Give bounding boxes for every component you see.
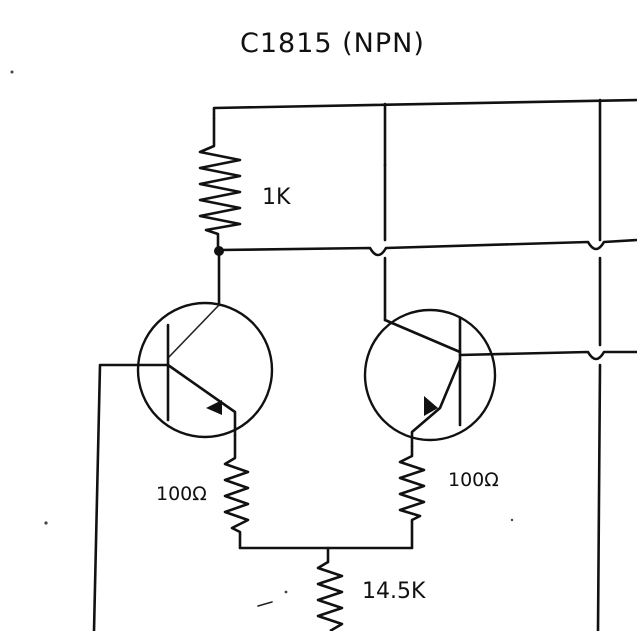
resistor-100-right [398,446,426,548]
transistor-right-collector [383,318,462,354]
transistor-left-collector-inner [167,304,220,359]
transistor-right-base-wire [458,350,637,361]
transistor-right-emitter [410,358,462,448]
transistor-left-base-wire [92,363,170,631]
right-edge-wire [596,256,602,631]
transistor-left-body [136,301,274,439]
speck [10,70,14,74]
resistor-1k-label: 1K [262,185,291,210]
resistor-1k [198,118,242,250]
top-rail-wire [212,98,637,120]
resistor-14-5k-label: 14.5K [362,579,426,604]
resistor-14-5k [316,560,344,631]
resistor-100-left-label: 100Ω [156,483,207,505]
transistor-right-body [363,308,497,442]
resistor-100-left [223,435,250,548]
speck [44,521,48,525]
diagram-title: C1815 (NPN) [240,28,425,59]
stray-mark [257,601,273,607]
transistor-left-emitter-arrow [206,400,222,415]
resistor-100-right-label: 100Ω [448,469,499,491]
transistor-left-emitter [166,363,237,437]
speck [510,518,514,522]
speck [284,590,288,594]
transistor-right-emitter-arrow [424,396,438,416]
collector-output-wire [217,238,637,257]
